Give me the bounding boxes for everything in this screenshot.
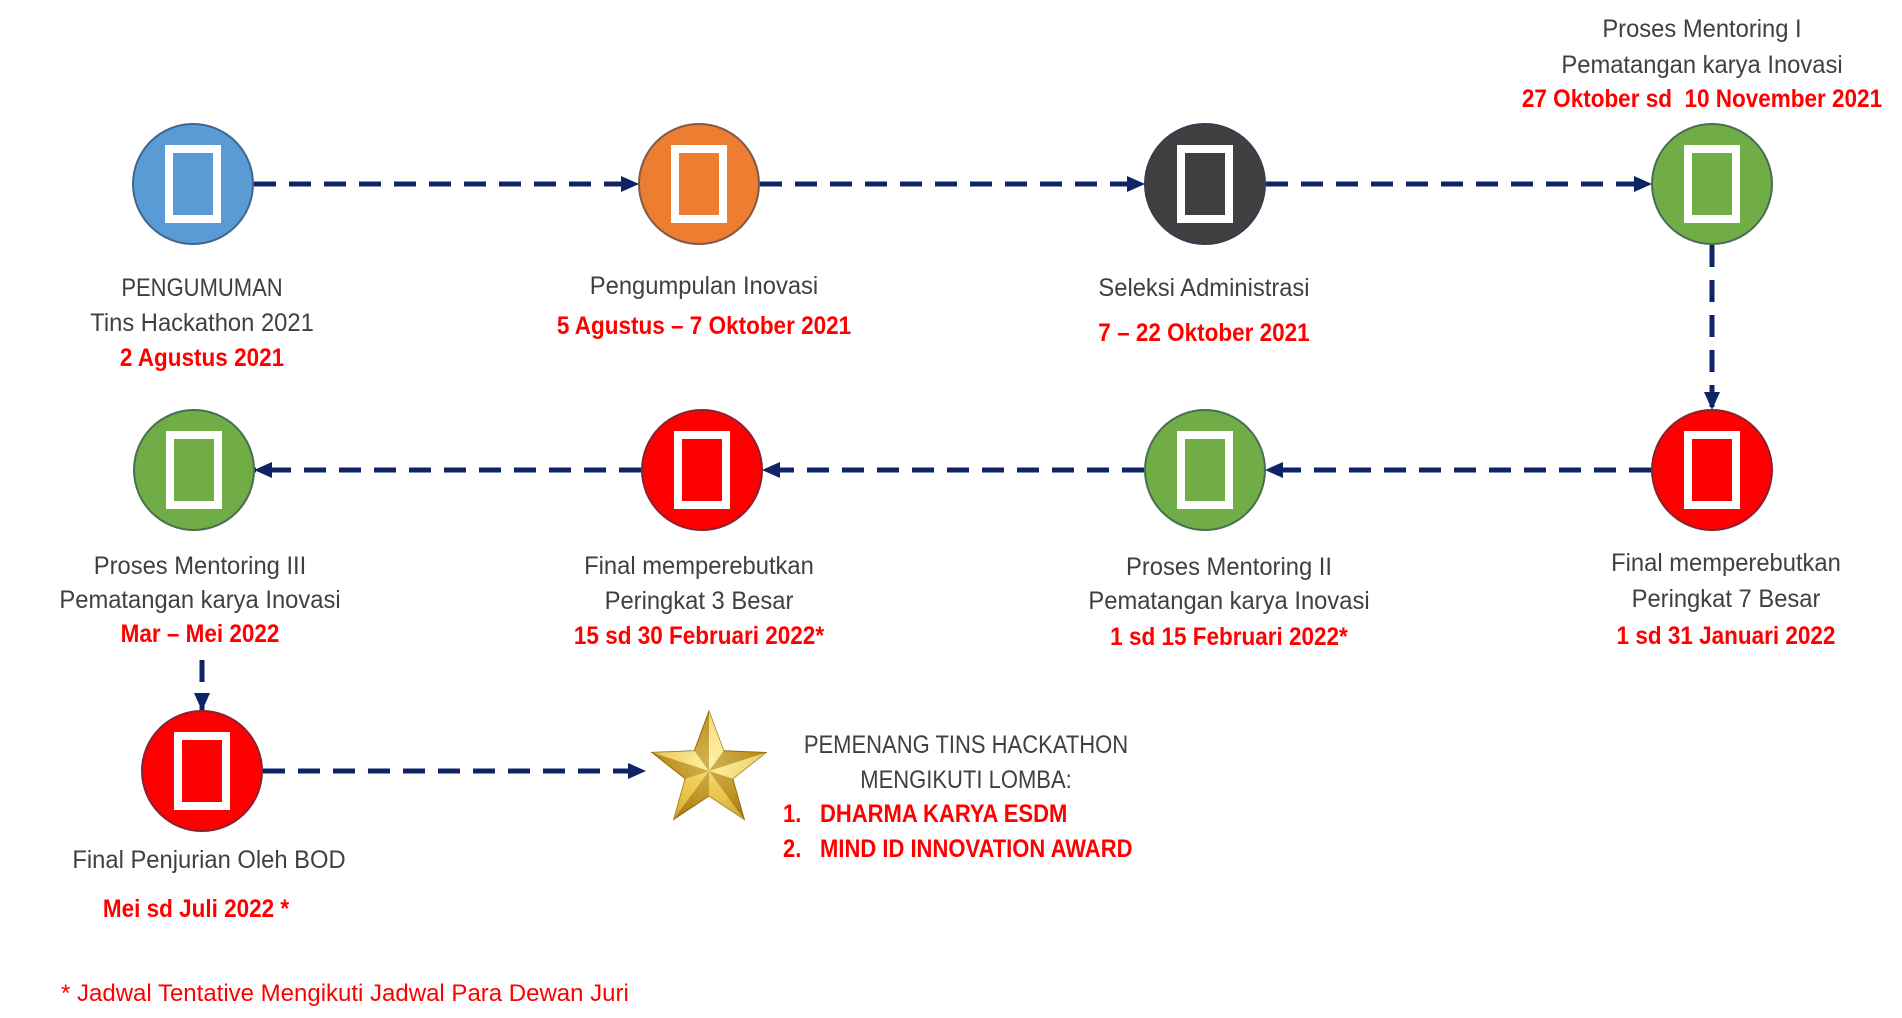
placeholder-box-icon	[165, 145, 221, 223]
step-title: Final memperebutkan	[584, 552, 814, 580]
step-title: Tins Hackathon 2021	[90, 309, 314, 337]
step-date: 7 – 22 Oktober 2021	[1098, 319, 1310, 347]
placeholder-box-icon	[674, 431, 730, 509]
step-title: Peringkat 3 Besar	[604, 587, 794, 615]
step-node-final-bod	[141, 710, 263, 832]
star-facet	[651, 752, 709, 779]
step-title: Pematangan karya Inovasi	[59, 586, 341, 614]
placeholder-box-icon	[671, 145, 727, 223]
step-title: Proses Mentoring I	[1602, 15, 1802, 43]
placeholder-box-icon	[1177, 431, 1233, 509]
star-facet	[651, 750, 709, 771]
step-title: Pengumpulan Inovasi	[589, 272, 819, 300]
placeholder-box-icon	[1177, 145, 1233, 223]
step-title: Pematangan karya Inovasi	[1088, 587, 1370, 615]
step-title: Final memperebutkan	[1611, 549, 1841, 577]
winner-item-text: MIND ID INNOVATION AWARD	[820, 835, 1133, 863]
star-facet	[673, 771, 709, 820]
step-date: 2 Agustus 2021	[119, 344, 285, 372]
footnote: * Jadwal Tentative Mengikuti Jadwal Para…	[61, 980, 629, 1007]
placeholder-box-icon	[166, 431, 222, 509]
step-date: 27 Oktober sd 10 November 2021	[1521, 85, 1883, 113]
winner-heading: MENGIKUTI LOMBA:	[860, 766, 1072, 794]
step-date: 15 sd 30 Februari 2022*	[573, 622, 825, 650]
step-title: Proses Mentoring III	[93, 552, 307, 580]
star-facet	[694, 711, 709, 771]
winner-item-text: DHARMA KARYA ESDM	[820, 800, 1068, 828]
winner-item-number: 1.	[783, 800, 802, 828]
step-node-mentoring-2	[1144, 409, 1266, 531]
placeholder-box-icon	[1684, 431, 1740, 509]
step-date: 1 sd 15 Februari 2022*	[1110, 623, 1348, 651]
step-node-seleksi	[1144, 123, 1266, 245]
step-date: 1 sd 31 Januari 2022	[1616, 622, 1836, 650]
star-facet	[709, 771, 745, 820]
star-facet	[709, 752, 767, 779]
placeholder-box-icon	[1684, 145, 1740, 223]
star-facet	[673, 771, 709, 820]
step-node-final-7	[1651, 409, 1773, 531]
step-node-mentoring-1	[1651, 123, 1773, 245]
step-date: 5 Agustus – 7 Oktober 2021	[556, 312, 852, 340]
gold-star-icon	[650, 709, 768, 821]
step-title: Seleksi Administrasi	[1098, 274, 1310, 302]
star-facet	[709, 750, 767, 771]
step-node-pengumpulan	[638, 123, 760, 245]
step-date: Mei sd Juli 2022 *	[102, 895, 290, 923]
step-node-pengumuman	[132, 123, 254, 245]
step-node-mentoring-3	[133, 409, 255, 531]
star-facet	[709, 771, 745, 820]
step-title: Peringkat 7 Besar	[1631, 585, 1821, 613]
placeholder-box-icon	[174, 732, 230, 810]
step-node-final-3	[641, 409, 763, 531]
step-title: Proses Mentoring II	[1126, 553, 1332, 581]
winner-item-number: 2.	[783, 835, 802, 863]
step-date: Mar – Mei 2022	[120, 620, 280, 648]
step-title: Final Penjurian Oleh BOD	[72, 846, 346, 874]
step-title: PENGUMUMAN	[121, 274, 283, 302]
star-facet	[709, 711, 724, 771]
winner-heading: PEMENANG TINS HACKATHON	[803, 731, 1129, 759]
step-title: Pematangan karya Inovasi	[1561, 51, 1843, 79]
